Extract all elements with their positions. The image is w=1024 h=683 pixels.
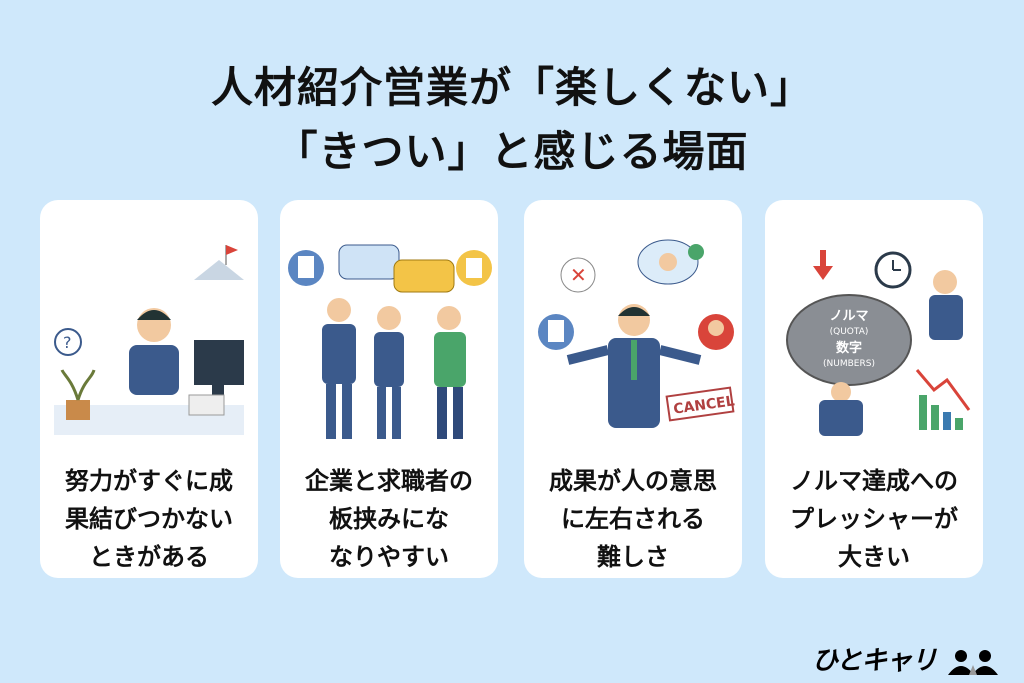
caption-line: 板挟みにな xyxy=(329,505,449,533)
rock-label: ノルマ xyxy=(829,309,868,324)
logo-text: ひとキャリ xyxy=(812,646,937,676)
caption-line: プレッシャーが xyxy=(790,505,958,533)
svg-text:✕: ✕ xyxy=(570,263,587,287)
caption-line: 難しさ xyxy=(597,543,669,571)
card-others-will: ✕ CANCEL 成果が人の意思 に左右される 難しさ xyxy=(524,200,742,578)
card-sandwiched: 企業と求職者の 板挟みにな なりやすい xyxy=(280,200,498,578)
caption-line: 果結びつかない xyxy=(65,505,233,533)
page-title-line1: 人材紹介営業が「楽しくない」 xyxy=(210,63,813,112)
card-quota-pressure: ノルマ (QUOTA) 数字 (NUMBERS) ノルマ達成への プレッシャーが… xyxy=(765,200,983,578)
page-title-line2: 「きつい」と感じる場面 xyxy=(275,127,749,176)
cancel-stamp: CANCEL xyxy=(672,393,735,417)
caption-line: 企業と求職者の xyxy=(305,467,473,495)
worried-worker-illustration: ✕ CANCEL xyxy=(538,239,736,428)
caption-line: ノルマ達成への xyxy=(790,467,958,495)
three-people-illustration xyxy=(288,244,492,439)
caption-line: 大きい xyxy=(838,543,910,571)
caption-line: に左右される xyxy=(561,505,705,533)
card-effort: ? 努力がすぐに成 果結びつかない ときがある xyxy=(40,200,258,578)
stressed-worker-illustration: ? xyxy=(54,245,244,435)
svg-text:?: ? xyxy=(63,333,72,352)
people-icon xyxy=(948,649,999,675)
rock-label: (QUOTA) xyxy=(830,327,869,337)
brand-logo: ひとキャリ xyxy=(812,640,999,677)
caption-line: なりやすい xyxy=(329,543,449,571)
caption-line: 成果が人の意思 xyxy=(549,467,717,495)
caption-line: 努力がすぐに成 xyxy=(65,467,233,495)
rock-label: (NUMBERS) xyxy=(823,359,875,369)
quota-boulder-illustration: ノルマ (QUOTA) 数字 (NUMBERS) xyxy=(786,250,971,436)
rock-label: 数字 xyxy=(836,340,862,356)
caption-line: ときがある xyxy=(89,543,209,571)
